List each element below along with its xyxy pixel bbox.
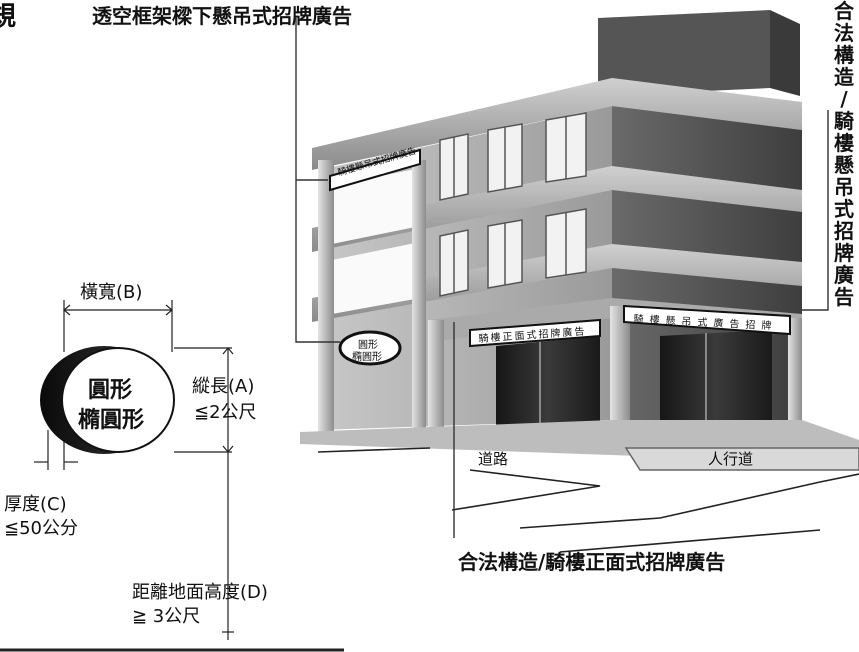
first-floor-band bbox=[312, 244, 802, 322]
height-label: 縱長(A) bbox=[192, 376, 255, 397]
thickness-limit: ≦50公分 bbox=[4, 518, 78, 539]
caption-right-vertical-char: 吊 bbox=[834, 175, 854, 199]
shape-label-line1: 圓形 bbox=[88, 378, 133, 403]
roof-slab bbox=[312, 78, 802, 170]
caption-right-vertical-char: 騎 bbox=[834, 109, 854, 133]
caption-top: 透空框架樑下懸吊式招牌廣告 bbox=[92, 4, 352, 28]
thickness-label: 厚度(C) bbox=[4, 494, 67, 515]
caption-right-vertical-char: 式 bbox=[834, 197, 854, 221]
leader-lines bbox=[295, 18, 829, 538]
sidewalk-label: 人行道 bbox=[708, 450, 754, 468]
caption-right-vertical-char: 告 bbox=[834, 285, 854, 309]
sidewalk-plate bbox=[300, 420, 859, 456]
round-hanging-sign bbox=[338, 330, 402, 366]
caption-right-vertical-char: 合 bbox=[834, 0, 854, 23]
storefront-glass-door-left bbox=[496, 336, 600, 448]
arcade-hanging-sign-board bbox=[623, 304, 791, 336]
caption-right-vertical-char: 懸 bbox=[834, 153, 854, 177]
ground-clearance-limit: ≧ 3公尺 bbox=[132, 606, 201, 627]
caption-right-vertical-char: 構 bbox=[834, 43, 854, 67]
upper-floor-windows bbox=[439, 112, 587, 201]
caption-bottom: 合法構造/騎樓正面式招牌廣告 bbox=[458, 550, 726, 574]
shape-label-line2: 橢圓形 bbox=[78, 408, 145, 433]
caption-right-vertical-char: 牌 bbox=[834, 241, 854, 265]
dimension-lines bbox=[0, 300, 344, 652]
arcade-front-sign-board bbox=[469, 318, 601, 348]
storefront-glass-door-right bbox=[660, 330, 772, 440]
building-columns bbox=[318, 160, 802, 448]
road-label: 道路 bbox=[478, 450, 509, 468]
caption-right-vertical-char: 招 bbox=[834, 219, 854, 243]
corner-fragment: 規 bbox=[0, 2, 17, 32]
caption-right-vertical-char: 廣 bbox=[834, 263, 854, 287]
road-lines bbox=[317, 447, 859, 553]
height-limit: ≦2公尺 bbox=[194, 402, 257, 423]
caption-right-vertical-char: / bbox=[840, 87, 848, 111]
caption-right-vertical: 合法構造/騎樓懸吊式招牌廣告 bbox=[832, 0, 856, 308]
balcony-sign-board bbox=[329, 148, 421, 192]
rooftop-structure bbox=[598, 10, 770, 96]
round-sign-line1: 圓形 bbox=[358, 340, 378, 351]
caption-right-vertical-char: 造 bbox=[834, 65, 854, 89]
open-frame-recess-upper bbox=[332, 168, 420, 244]
ground-clearance-label: 距離地面高度(D) bbox=[132, 582, 268, 603]
caption-right-vertical-char: 樓 bbox=[834, 131, 854, 155]
second-floor-band bbox=[312, 166, 802, 252]
caption-right-vertical-char: 法 bbox=[834, 21, 854, 45]
middle-floor-windows bbox=[439, 208, 587, 297]
sidewalk-strip bbox=[624, 447, 859, 471]
sign-face-disk bbox=[61, 347, 175, 453]
round-sign-line2: 橢圓形 bbox=[352, 352, 382, 363]
open-frame-recess-lower bbox=[332, 242, 420, 314]
width-label: 橫寬(B) bbox=[80, 282, 143, 303]
